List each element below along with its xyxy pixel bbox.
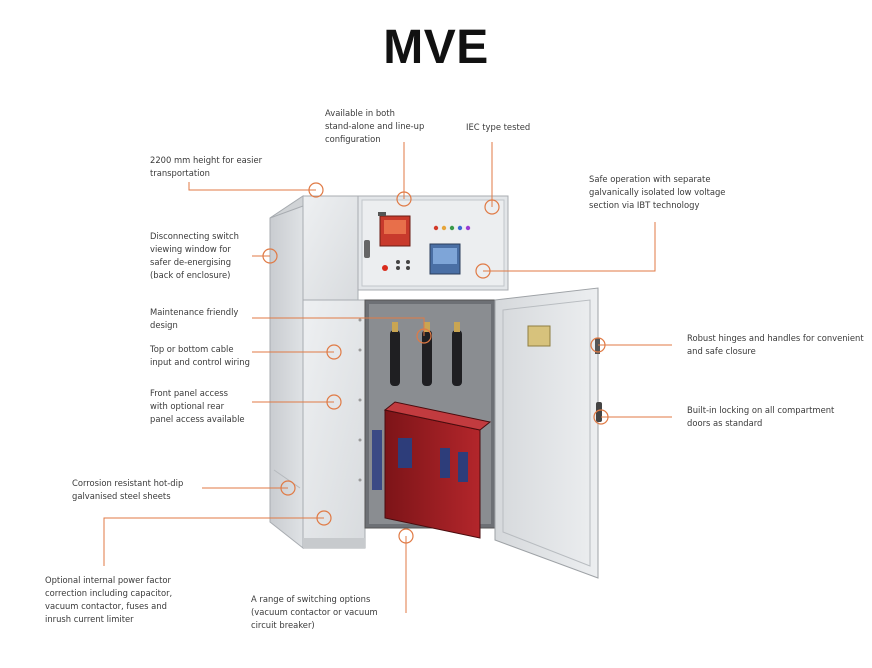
- marker-iec: [484, 199, 500, 215]
- emergency-stop-icon: [382, 265, 388, 271]
- callout-iec: IEC type tested: [466, 122, 531, 132]
- open-door: [494, 287, 602, 579]
- marker-maintenance: [416, 328, 432, 344]
- leader-maintenance: [252, 317, 425, 336]
- leader-height: [188, 182, 316, 191]
- handle-icon: [364, 240, 370, 258]
- marker-corrosion: [280, 480, 296, 496]
- callout-corrosion: Corrosion resistant hot-dip galvanised s…: [72, 478, 184, 501]
- cabinet-front-lower: [302, 299, 366, 549]
- callout-standalone: Available in both stand-alone and line-u…: [325, 108, 425, 144]
- callout-power-factor: Optional internal power factor correctio…: [45, 575, 173, 624]
- callout-cable: Top or bottom cable input and control wi…: [150, 344, 250, 367]
- marker-height: [308, 182, 324, 198]
- callout-viewing-window: Disconnecting switch viewing window for …: [150, 231, 239, 280]
- callout-hinges: Robust hinges and handles for convenient…: [687, 333, 864, 356]
- callout-markers: [262, 182, 609, 544]
- open-compartment: [364, 299, 496, 539]
- marker-cable: [326, 344, 342, 360]
- hinge-icon: [595, 338, 600, 354]
- marker-front-panel: [326, 394, 342, 410]
- callout-front-panel: Front panel access with optional rear pa…: [150, 388, 245, 424]
- marker-viewing-window: [262, 248, 278, 264]
- callout-locking: Built-in locking on all compartment door…: [687, 405, 835, 428]
- marker-hinges: [590, 337, 606, 353]
- callout-safe-operation: Safe operation with separate galvanicall…: [589, 174, 726, 210]
- marker-standalone: [396, 191, 412, 207]
- callout-leaders: [103, 142, 672, 613]
- leader-power-factor: [103, 517, 324, 566]
- callout-switching: A range of switching options (vacuum con…: [251, 594, 378, 630]
- control-panel: [364, 212, 471, 275]
- callout-maintenance: Maintenance friendly design: [150, 307, 239, 330]
- marker-power-factor: [316, 510, 332, 526]
- marker-locking: [593, 409, 609, 425]
- callout-height: 2200 mm height for easier transportation: [150, 155, 263, 178]
- lock-handle-icon: [596, 402, 602, 422]
- page-title: MVE: [383, 21, 489, 74]
- marker-safe-operation: [475, 263, 491, 279]
- marker-switching: [398, 528, 414, 544]
- leader-safe-operation: [483, 222, 656, 272]
- cabinet-front-upper: [302, 195, 509, 301]
